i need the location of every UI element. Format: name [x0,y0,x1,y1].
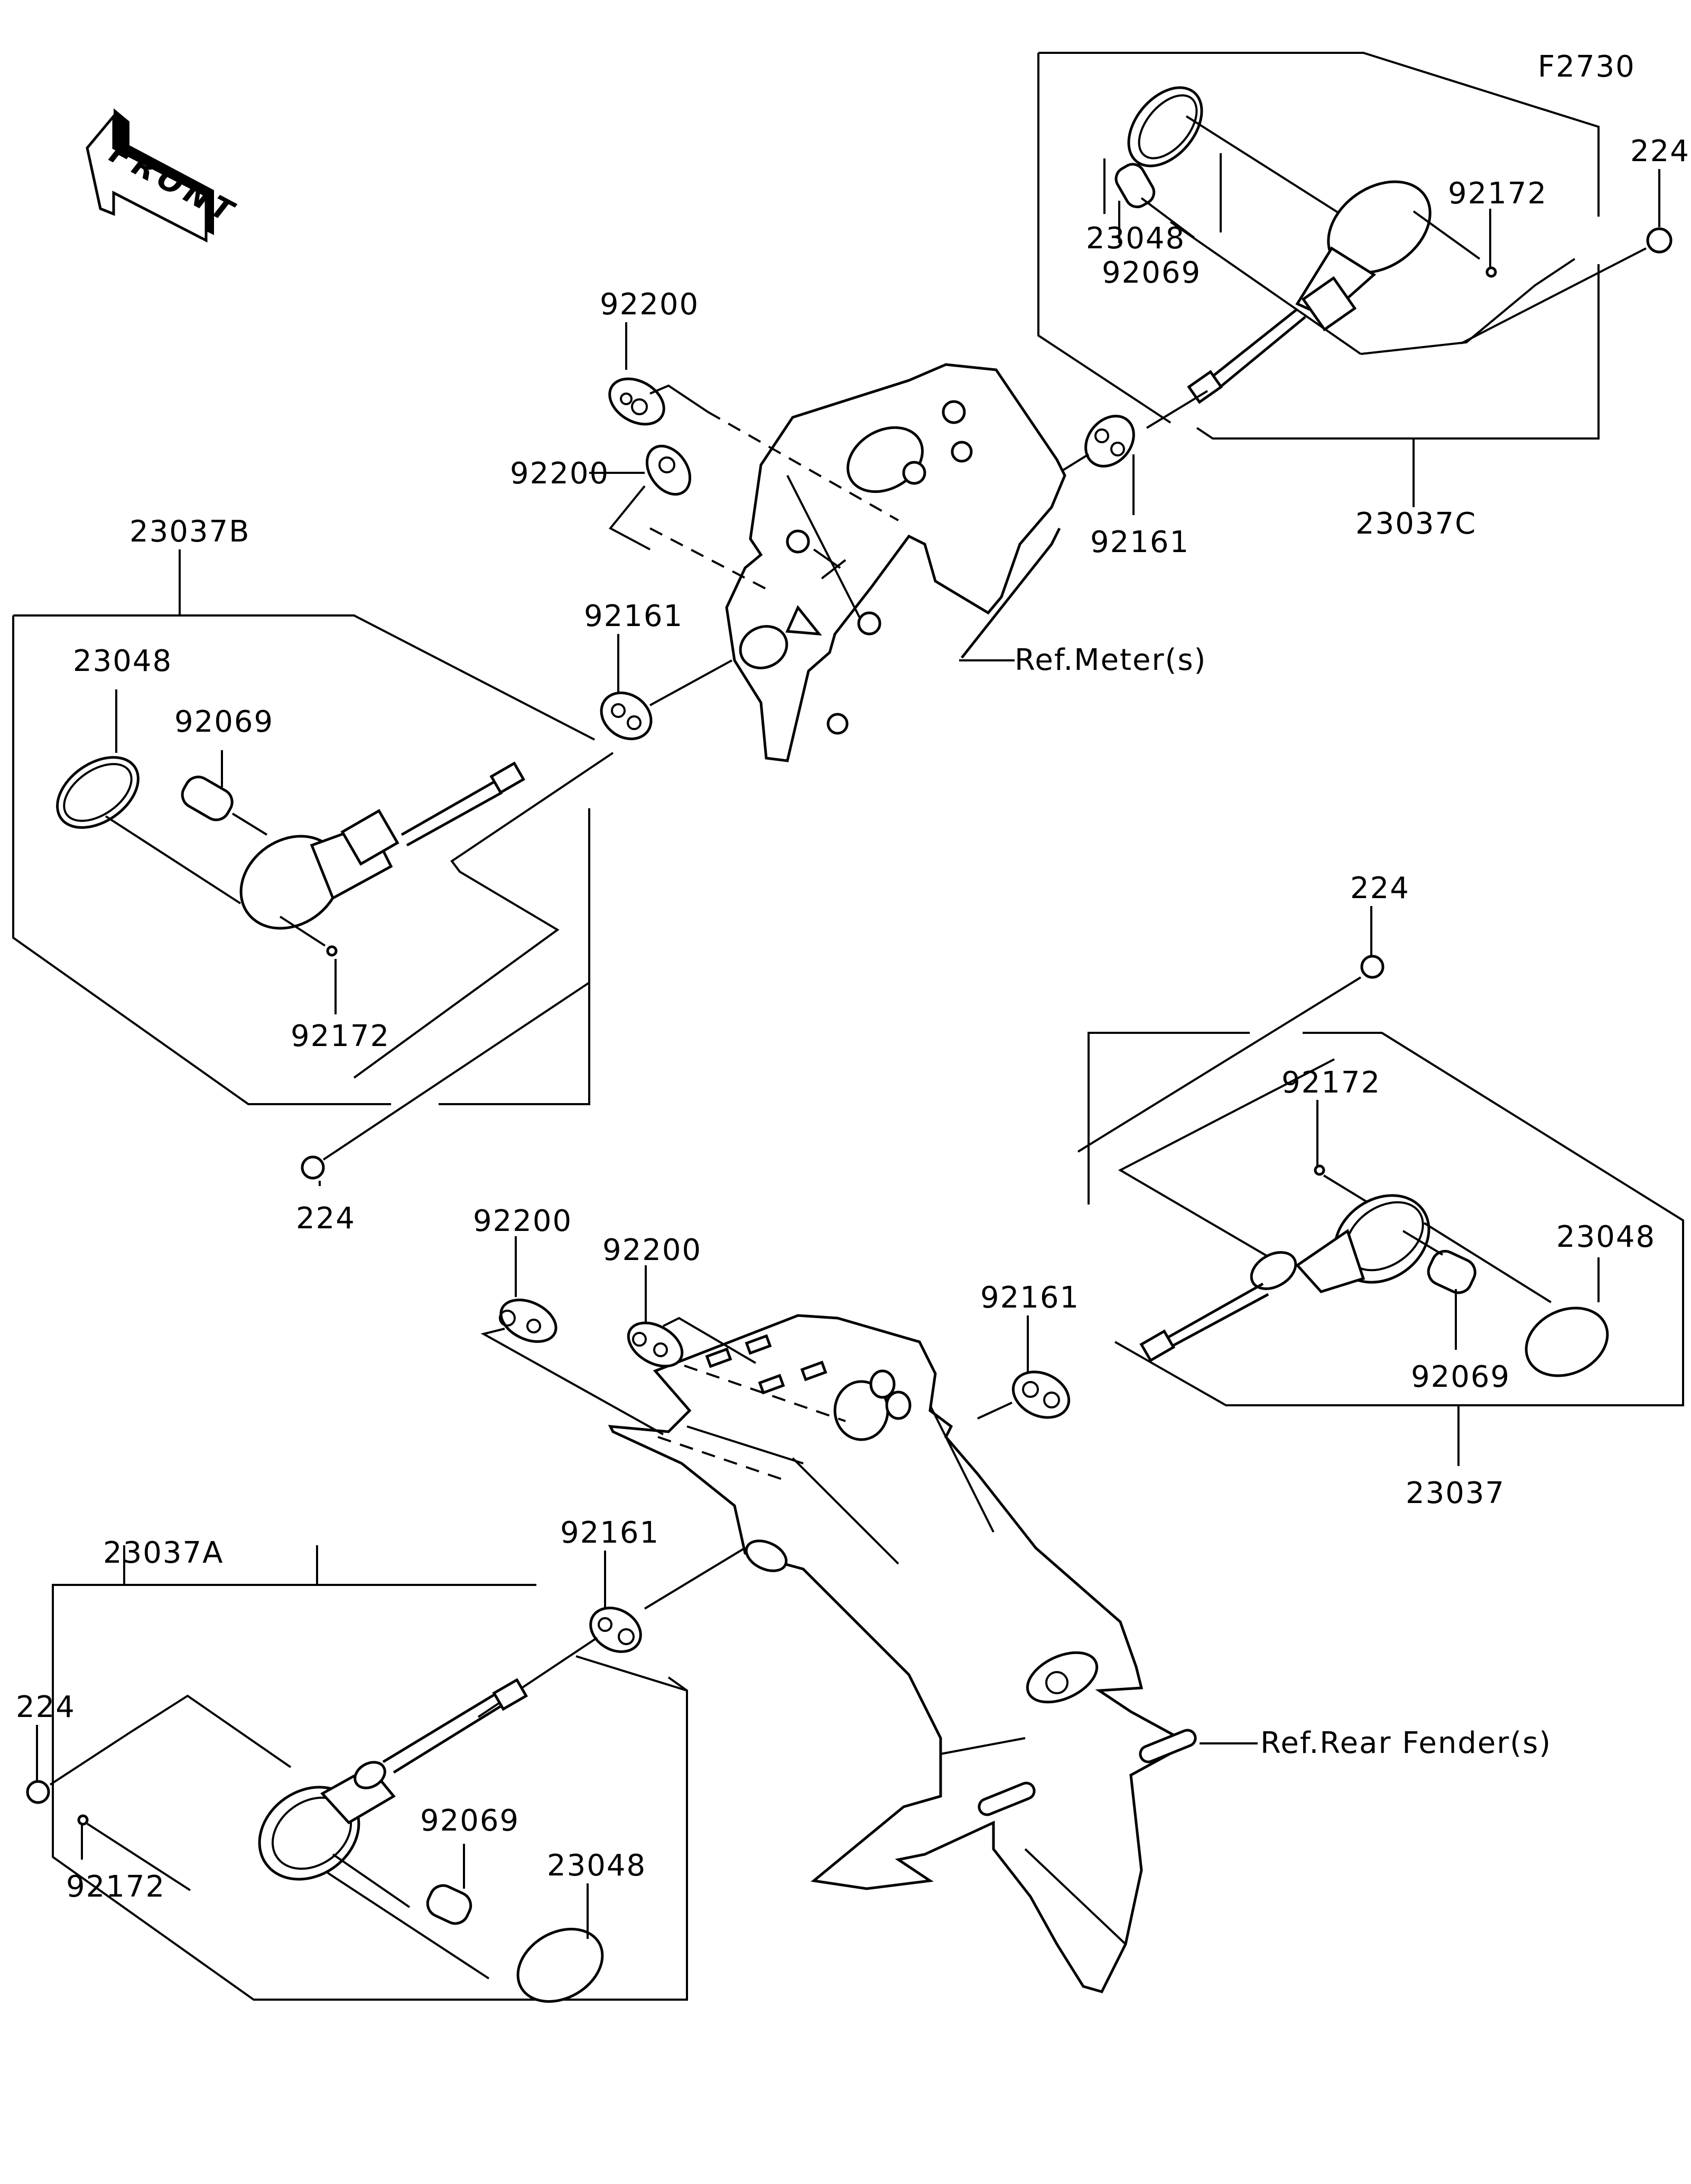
part-lens-label: 23048 [73,644,172,678]
front-meter-bracket [649,363,1066,762]
front-arrow-icon: FRONT [86,108,246,243]
rear-fender-reference[interactable]: Ref.Rear Fender(s) [1260,1726,1551,1760]
assembly-number: 23037B [129,515,250,549]
part-bulb-label: 92069 [1102,256,1201,290]
assembly-number: 23037A [103,1536,224,1570]
part-screw-label: 92172 [291,1019,390,1053]
part-lens-label: 23048 [547,1849,646,1883]
front-left-grommet: 92161 [584,599,732,741]
part-screw-label: 92172 [1448,176,1547,211]
part-bolt-label: 224 [1630,134,1690,169]
part-lens-label: 23048 [1556,1220,1656,1254]
part-lens-label: 23048 [1086,221,1185,256]
part-grommet-label: 92161 [1090,525,1190,559]
assembly-number: 23037 [1406,1476,1505,1510]
assembly-rear-left: 92161 23037A 224 92172 [16,1516,746,2003]
part-grommet-label: 92161 [560,1516,659,1550]
part-collar-label: 92200 [602,1233,702,1267]
part-bulb-label: 92069 [174,705,274,739]
assembly-front-left: 23037B 23048 92069 92172 224 [12,515,614,1236]
part-collar-label: 92200 [473,1204,572,1238]
part-grommet-label: 92161 [980,1281,1080,1315]
assembly-rear-right: 224 23037 92172 92069 23048 92161 [977,871,1684,1510]
rear-collar-right: 92200 [602,1233,757,1368]
part-screw-label: 92172 [1281,1066,1381,1100]
assembly-number: 23037C [1355,507,1476,541]
part-bolt-label: 224 [296,1201,356,1236]
figure-id: F2730 [1538,50,1636,84]
part-bolt-label: 224 [16,1690,76,1724]
part-screw-label: 92172 [66,1870,165,1904]
part-bolt-label: 224 [1350,871,1410,906]
rear-fender-bracket [608,1314,1197,1993]
front-collar-upper: 92200 [600,287,709,426]
part-bulb-label: 92069 [420,1804,519,1838]
rear-collar-left: 92200 [473,1204,664,1435]
part-grommet-label: 92161 [584,599,683,633]
part-bulb-label: 92069 [1411,1360,1510,1394]
front-collar-lower: 92200 [510,444,692,550]
assembly-front-right: 23037C 23048 92069 92172 224 [1032,52,1690,559]
part-collar-label: 92200 [600,287,699,322]
meter-reference[interactable]: Ref.Meter(s) [1015,643,1206,677]
